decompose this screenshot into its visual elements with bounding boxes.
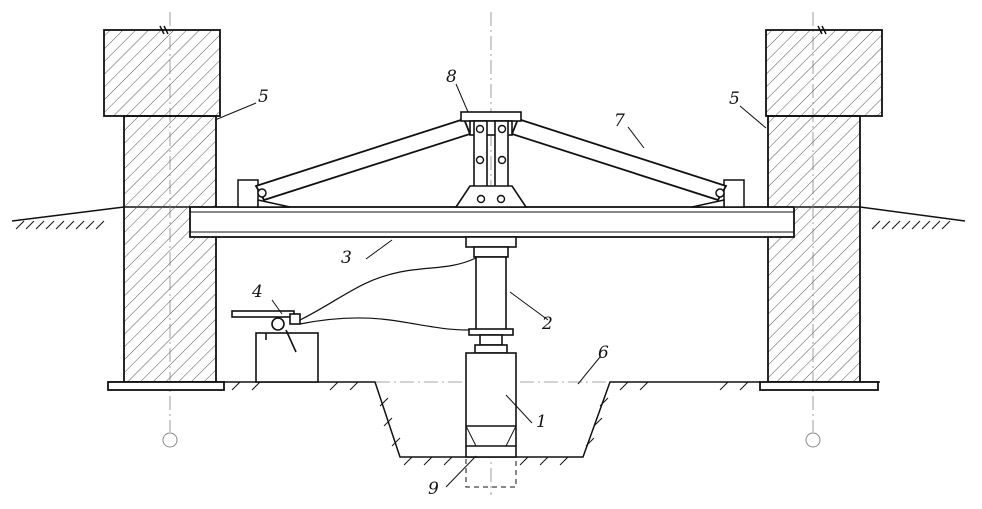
ground-hatch-right: [871, 220, 951, 230]
jack-cylinder: [468, 256, 514, 354]
label-9-pile-tip: 9: [428, 479, 439, 499]
label-7-strut: 7: [614, 111, 625, 131]
strut-pin-left: [257, 188, 267, 198]
label-1-pile: 1: [536, 412, 547, 432]
axis-marker-right: [805, 432, 821, 448]
label-5-right-column: 5: [729, 89, 740, 109]
pile-tip: [465, 456, 517, 488]
label-8-head: 8: [446, 67, 457, 87]
right-column: [759, 25, 883, 391]
left-column: [103, 25, 225, 391]
ground-hatch-left: [15, 220, 105, 230]
head-pins: [475, 124, 507, 204]
cross-beam: [189, 206, 795, 238]
pump-station: [231, 310, 319, 383]
label-3-beam: 3: [341, 248, 352, 268]
hydraulic-hoses: [299, 257, 477, 331]
beam-end-brackets: [237, 179, 745, 208]
axis-marker-left: [162, 432, 178, 448]
pile: [465, 352, 517, 458]
label-2-jack: 2: [541, 314, 553, 334]
strut-pin-right: [715, 188, 725, 198]
pit-soil-hatch: [231, 381, 749, 466]
label-6-pit: 6: [598, 343, 609, 363]
label-5-left-column: 5: [258, 87, 269, 107]
label-4-pump: 4: [251, 282, 263, 302]
leader-lines: [214, 83, 767, 488]
